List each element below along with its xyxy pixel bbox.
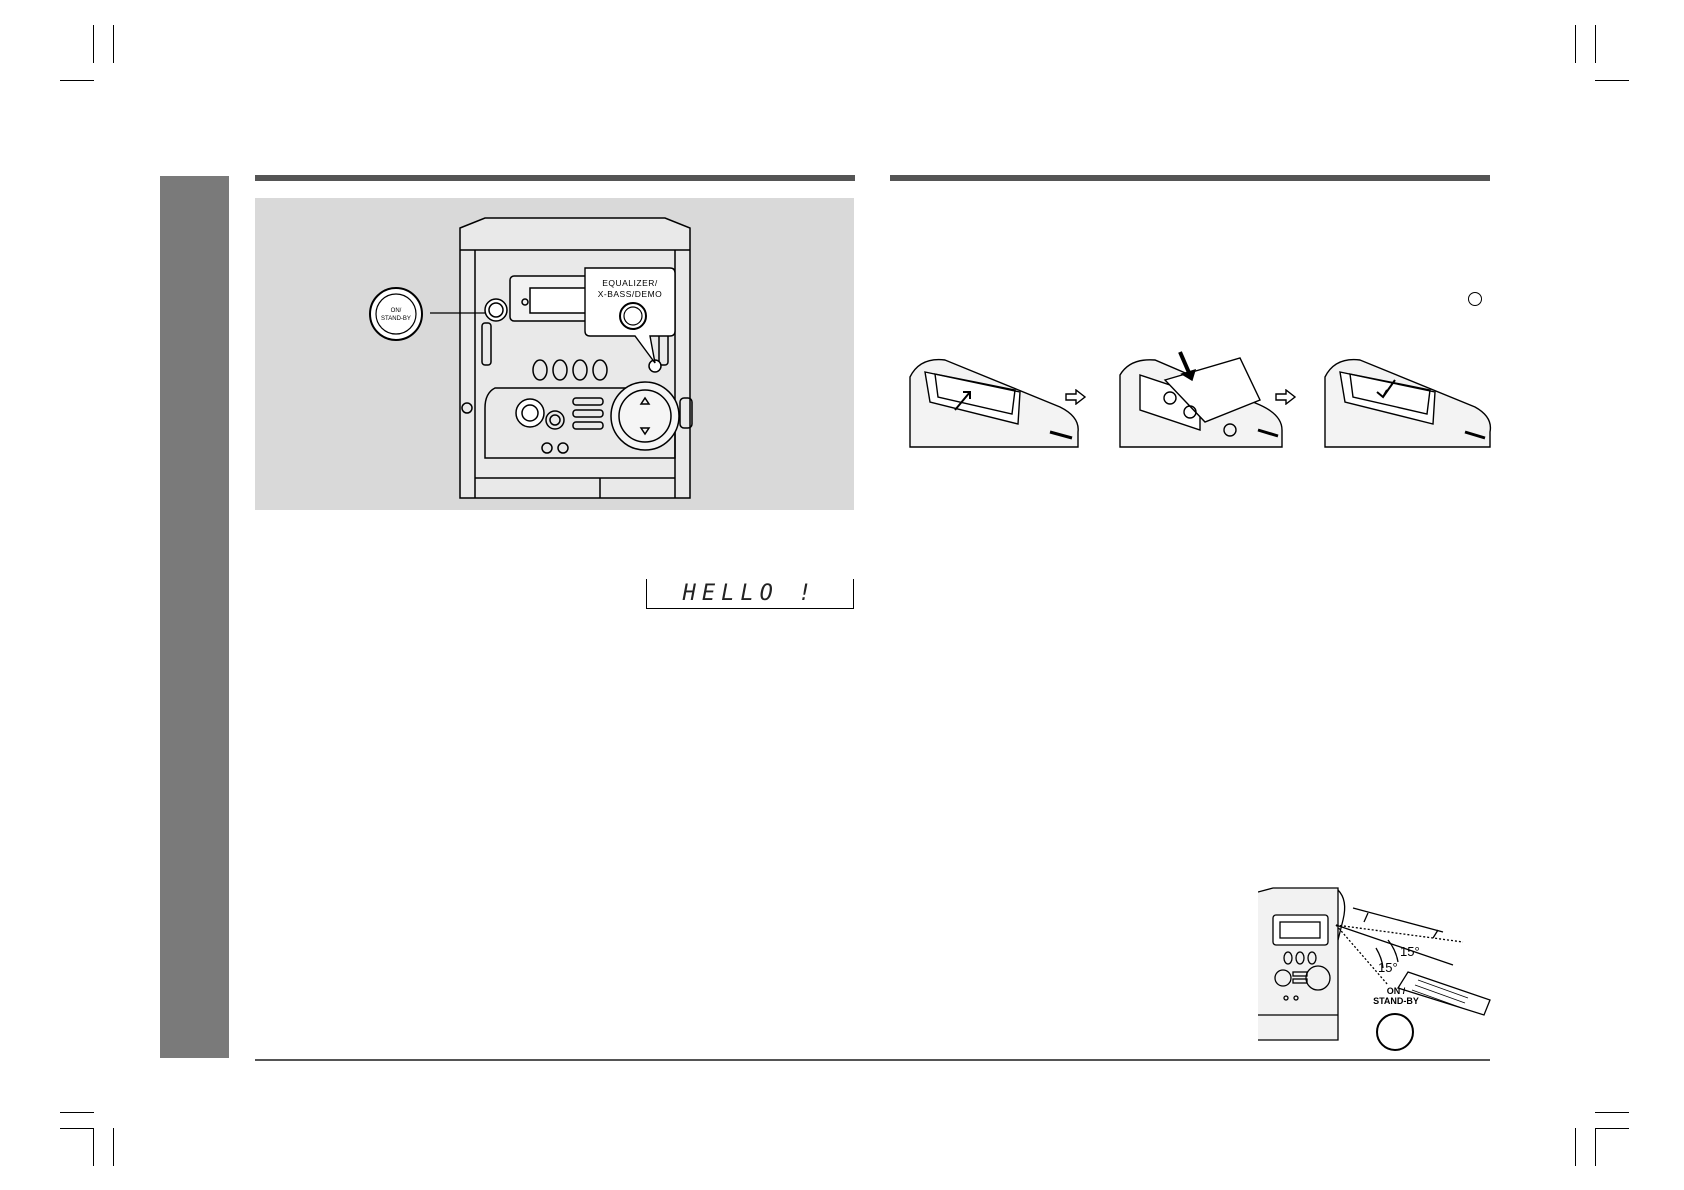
battery-step-1-illustration (909, 358, 1079, 448)
crop-mark (1595, 1112, 1629, 1113)
equalizer-callout-line2: X-BASS/DEMO (598, 289, 663, 299)
crop-mark (1595, 25, 1596, 63)
step-arrow-icon (1275, 389, 1297, 405)
crop-mark (113, 1128, 114, 1166)
step-arrow-icon (1065, 389, 1087, 405)
section-side-tab (160, 176, 229, 1058)
display-hello-panel: HELLO ! (646, 579, 854, 609)
section-rule-left (255, 175, 855, 181)
remote-on-standby-line1: ON / (1387, 986, 1406, 996)
crop-mark (1595, 1128, 1596, 1166)
angle-lower-label: 15° (1378, 960, 1398, 975)
on-standby-callout-line1: ON/ (391, 308, 402, 314)
stereo-front-panel-illustration: ON/ STAND-BY EQUALIZER/ X-BASS/DEMO (369, 217, 693, 499)
crop-mark (60, 1112, 94, 1113)
front-panel-illustration-area: ON/ STAND-BY EQUALIZER/ X-BASS/DEMO (255, 198, 854, 510)
display-text: HELLO ! (682, 581, 818, 606)
equalizer-callout-line1: EQUALIZER/ (602, 278, 658, 288)
remote-range-illustration: 15° 15° ON / STAND-BY (1258, 887, 1491, 1051)
crop-mark (1595, 1128, 1629, 1129)
crop-mark (1575, 25, 1576, 63)
crop-mark (1595, 80, 1629, 81)
crop-mark (60, 80, 94, 81)
remote-on-standby-line2: STAND-BY (1373, 996, 1419, 1006)
crop-mark (60, 1128, 94, 1129)
battery-step-3-illustration (1324, 358, 1492, 448)
battery-step-2-illustration (1119, 351, 1283, 448)
crop-mark (93, 1128, 94, 1166)
crop-mark (93, 25, 94, 63)
on-standby-callout-line2: STAND-BY (381, 316, 411, 322)
crop-mark (113, 25, 114, 63)
crop-mark (1575, 1128, 1576, 1166)
angle-upper-label: 15° (1400, 944, 1420, 959)
section-rule-right (890, 175, 1490, 181)
bottom-rule (255, 1059, 1490, 1061)
circle-outline-icon (1468, 292, 1482, 306)
